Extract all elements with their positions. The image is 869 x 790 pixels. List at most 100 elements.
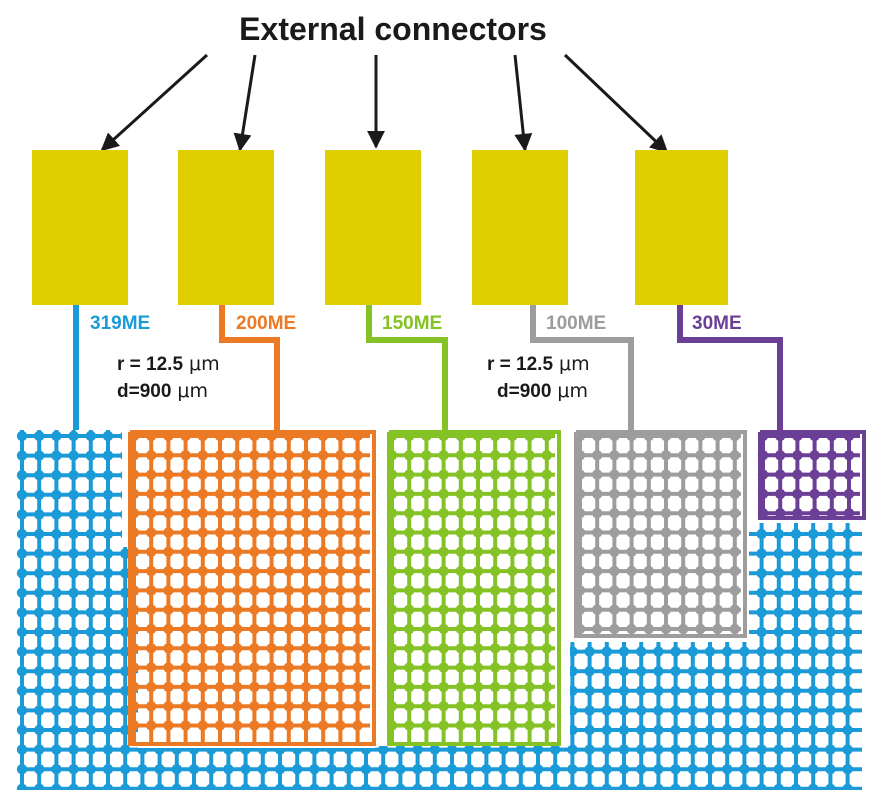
electrode-dot — [756, 568, 767, 579]
electrode-dot — [842, 626, 853, 638]
electrode-dot — [335, 643, 346, 654]
electrode-dot — [335, 720, 346, 731]
electrode-dot — [146, 585, 157, 596]
electrode-dot — [532, 764, 544, 775]
electrode-dot — [180, 604, 191, 615]
electrode-dot — [16, 646, 28, 657]
electrode-dot — [154, 783, 165, 790]
electrode-dot — [678, 488, 689, 500]
electrode-dot — [352, 643, 363, 654]
electrode-dot — [249, 681, 260, 693]
electrode-dot — [704, 705, 716, 716]
electrode-dot — [68, 528, 79, 540]
connector-labels: 319ME 200ME 150ME 100ME 30ME — [90, 313, 742, 334]
electrode-dot — [524, 585, 535, 596]
electrode-dot — [636, 666, 647, 677]
electrode-dot — [773, 626, 784, 638]
electrode-dot — [335, 662, 346, 673]
electrode-dot — [695, 623, 706, 635]
electrode-dot — [85, 685, 97, 696]
electrode-dot — [318, 546, 329, 557]
electrode-dot — [825, 528, 836, 540]
electrode-dot — [146, 701, 157, 712]
electrode-dot — [438, 488, 449, 500]
electrode-dot — [773, 764, 784, 775]
electrode-dot — [309, 783, 320, 790]
electrode-dot — [326, 783, 337, 790]
electrode-dot — [232, 508, 243, 519]
electrode-dot — [421, 662, 432, 673]
electrode-dot — [34, 783, 45, 790]
electrode-dot — [318, 450, 329, 461]
electrode-dot — [283, 565, 294, 577]
electrode-dot — [300, 527, 312, 538]
electrode-dot — [636, 764, 647, 775]
electrode-dot — [163, 450, 174, 461]
electrode-dot — [472, 662, 484, 673]
electrode-dot — [729, 527, 740, 538]
electrode-dot — [626, 546, 637, 557]
electrode-dot — [438, 604, 449, 615]
electrode-dot — [490, 585, 501, 596]
electrode-dot — [188, 764, 200, 775]
electrode-dot — [180, 450, 191, 461]
electrode-dot — [712, 565, 723, 577]
electrode-dot — [318, 720, 329, 731]
electrode-dot — [232, 643, 243, 654]
electrode-dot — [729, 565, 740, 577]
arrow-4 — [513, 54, 533, 152]
electrode-dot — [515, 744, 526, 755]
electrode-dot — [34, 685, 45, 696]
connector-pad-30ME — [635, 150, 728, 305]
electrode-dot — [352, 701, 363, 712]
electrode-dot — [85, 548, 97, 559]
electrode-dot — [446, 764, 458, 775]
electrode-dot — [102, 705, 114, 716]
electrode-dot — [300, 488, 312, 500]
electrode-dot — [490, 720, 501, 731]
electrode-dot — [335, 527, 346, 538]
electrode-dot — [266, 643, 277, 654]
electrode-dot — [790, 666, 802, 677]
electrode-dot — [472, 585, 484, 596]
electrode-dot — [695, 585, 706, 596]
electrode-dot — [163, 508, 174, 519]
electrode-dot — [102, 470, 114, 481]
electrode-dot — [472, 623, 484, 635]
electrode-dot — [421, 469, 432, 480]
electrode-dot — [670, 685, 681, 696]
electrode-dot — [421, 585, 432, 596]
electrode-dot — [300, 585, 312, 596]
electrode-dot — [421, 643, 432, 654]
electrode-dot — [825, 764, 836, 775]
electrode-dot — [137, 764, 148, 775]
electrode-dot — [102, 646, 114, 657]
electrode-dot — [660, 604, 672, 615]
electrode-dot — [412, 764, 423, 775]
electrode-dot — [274, 764, 286, 775]
arrow-2 — [233, 54, 257, 152]
electrode-dot — [180, 546, 191, 557]
electrode-dot — [592, 623, 603, 635]
electrode-dot — [249, 527, 260, 538]
electrode-dot — [266, 565, 277, 577]
electrode-grid-150ME — [386, 430, 555, 746]
electrode-dot — [678, 585, 689, 596]
electrode-dot — [601, 666, 612, 677]
electrode-dot — [68, 646, 79, 657]
electrode-dot — [378, 744, 389, 755]
electrode-dot — [197, 527, 208, 538]
electrode-dot — [490, 643, 501, 654]
electrode-dot — [790, 607, 802, 618]
electrode-dot — [842, 764, 853, 775]
electrode-dot — [335, 701, 346, 712]
electrode-dot — [438, 701, 449, 712]
electrode-dot — [266, 469, 277, 480]
electrode-dot — [712, 585, 723, 596]
electrode-dot — [68, 626, 79, 638]
electrode-dot — [584, 646, 595, 657]
electrode-dot — [507, 585, 518, 596]
electrode-dot — [283, 508, 294, 519]
electrode-dot — [300, 681, 312, 693]
